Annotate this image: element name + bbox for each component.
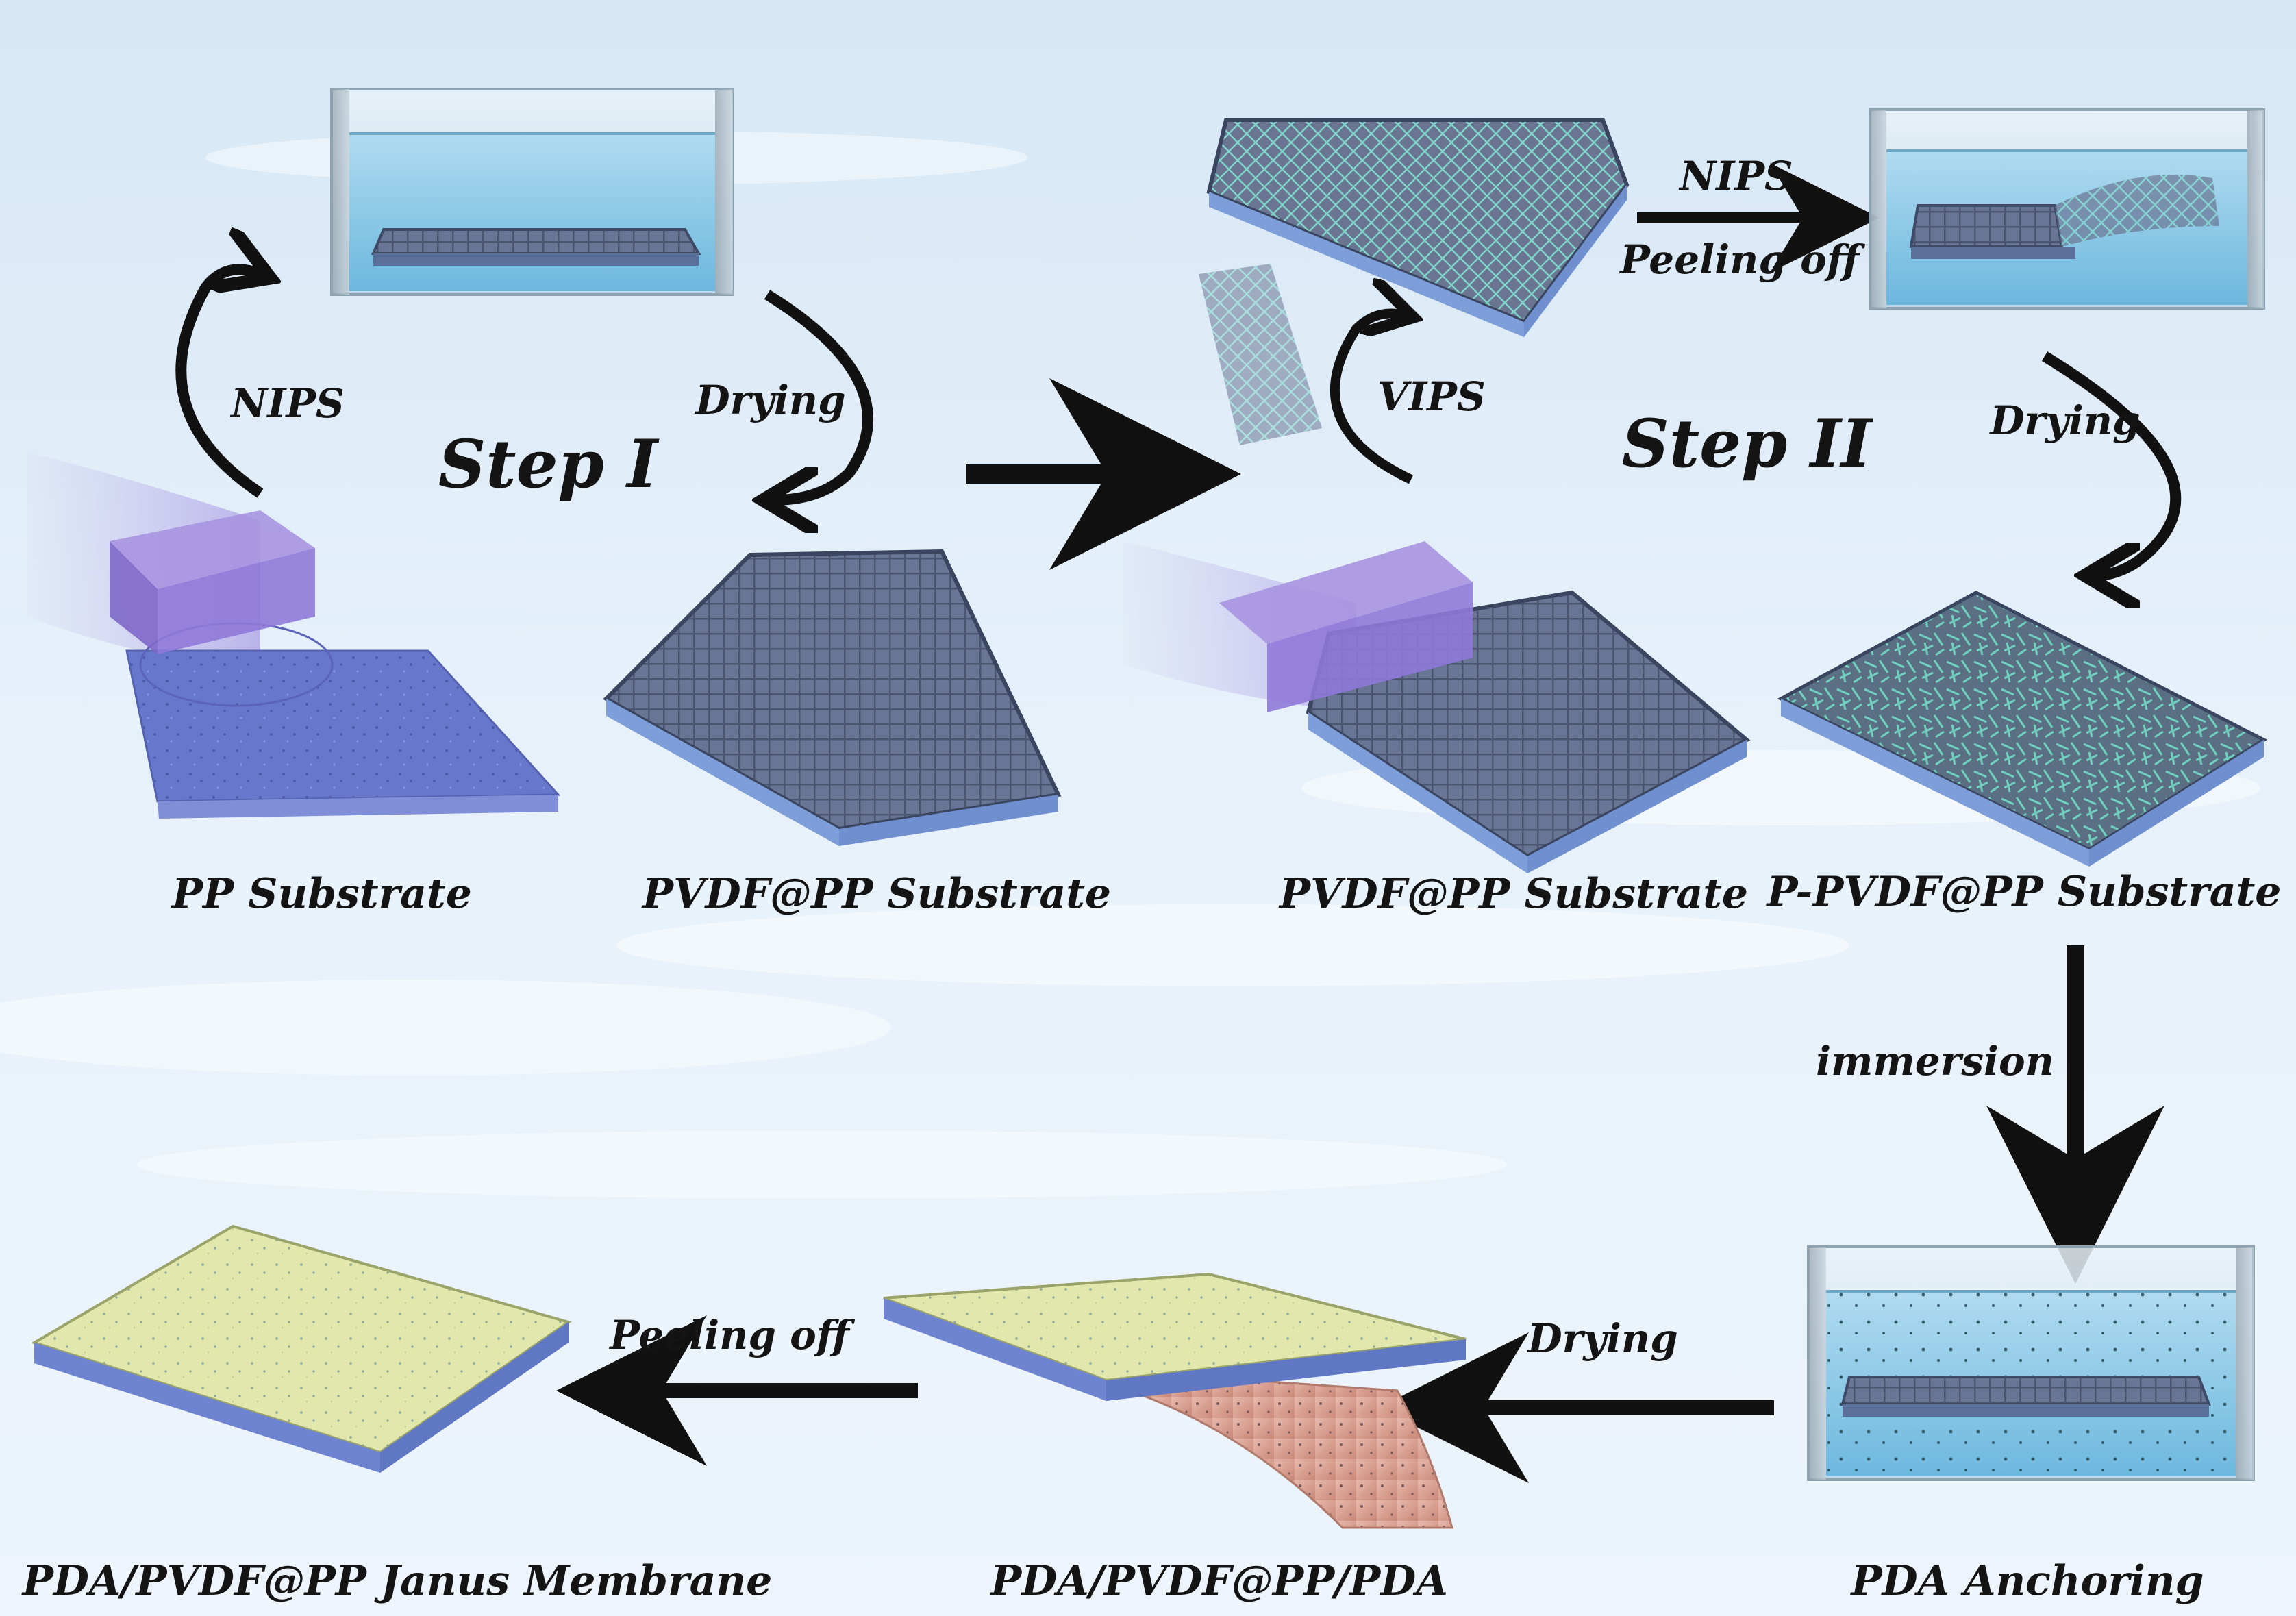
drying-label-1: Drying <box>695 377 846 423</box>
caption-pvdf-pp-1: PVDF@PP Substrate <box>642 870 1112 918</box>
step-two-label: Step II <box>1621 405 1872 482</box>
janus-membrane-figure <box>31 1224 572 1473</box>
nips-label-1: NIPS <box>231 380 345 427</box>
caption-pp-substrate: PP Substrate <box>172 870 472 918</box>
pda-pvdf-pp-pda-figure <box>883 1272 1467 1529</box>
nips-tank-2 <box>1869 108 2265 310</box>
caption-pda-pvdf-pp-pda: PDA/PVDF@PP/PDA <box>990 1557 1448 1605</box>
pvdf-pp-substrate-1-figure <box>603 549 1062 846</box>
vips-membrane-figure <box>1199 118 1630 445</box>
caption-pvdf-pp-2: PVDF@PP Substrate <box>1279 870 1749 918</box>
p-pvdf-pp-substrate-figure <box>1777 591 2268 867</box>
nips-tank-1 <box>330 88 734 296</box>
nips-label-2: NIPS <box>1680 153 1793 199</box>
vips-label: VIPS <box>1377 373 1486 420</box>
nips-arrow-1 <box>175 269 260 498</box>
peeling-label-1: Peeling off <box>1620 236 1860 283</box>
caption-pda-anchoring: PDA Anchoring <box>1851 1557 2204 1605</box>
vips-arrow <box>1330 314 1411 484</box>
peeling-label-2: Peeling off <box>610 1312 849 1358</box>
caption-janus-membrane: PDA/PVDF@PP Janus Membrane <box>22 1557 773 1605</box>
drying-arrow-2 <box>2041 351 2182 575</box>
pp-substrate-figure <box>27 452 561 819</box>
step-one-label: Step I <box>438 425 658 503</box>
immersion-label: immersion <box>1816 1038 2054 1084</box>
peeled-flake <box>1199 264 1322 445</box>
pda-anchoring-tank <box>1807 1245 2255 1481</box>
drying-label-3: Drying <box>1527 1315 1678 1362</box>
drying-label-2: Drying <box>1990 397 2141 444</box>
caption-p-pvdf-pp: P-PVDF@PP Substrate <box>1767 868 2282 916</box>
drying-arrow-1 <box>767 290 873 500</box>
pvdf-pp-substrate-2-figure <box>1123 541 1751 873</box>
